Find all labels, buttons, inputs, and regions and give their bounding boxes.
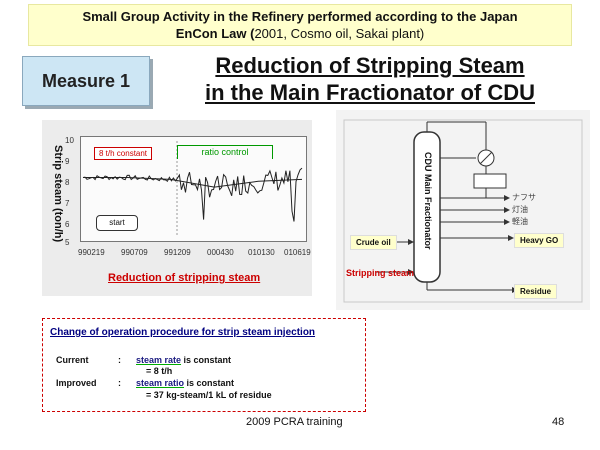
arrow-icon <box>508 235 514 241</box>
stripping-steam-label: Stripping steam <box>346 268 415 278</box>
kerosene-label: 灯油 <box>512 205 528 214</box>
improved-key: steam ratio <box>136 378 185 388</box>
xtick: 010130 <box>248 248 275 257</box>
arrow-icon <box>408 239 414 245</box>
arrow-icon <box>408 269 414 275</box>
steam-detail-line <box>82 167 303 222</box>
xtick: 010619 <box>284 248 311 257</box>
measure-badge: Measure 1 <box>22 56 150 106</box>
ratio-control-annotation: ratio control <box>177 145 273 159</box>
current-key: steam rate <box>136 355 182 365</box>
header-line2-bold: EnCon Law ( <box>175 26 255 41</box>
improved-colon: : <box>118 378 121 388</box>
current-value: = 8 t/h <box>146 366 173 376</box>
column-label: CDU Main Fractionator <box>423 152 433 250</box>
chart-caption: Reduction of stripping steam <box>108 272 261 284</box>
improved-label: Improved <box>56 378 97 388</box>
ytick: 6 <box>65 220 70 229</box>
title-line2: in the Main Fractionator of CDU <box>205 80 535 105</box>
ytick: 5 <box>65 238 70 247</box>
xtick: 000430 <box>207 248 234 257</box>
fractionator-diagram <box>336 110 590 310</box>
procedure-box <box>42 318 366 412</box>
arrow-icon <box>504 207 510 213</box>
arrow-icon <box>504 219 510 225</box>
current-colon: : <box>118 355 121 365</box>
condenser-icon <box>479 151 493 165</box>
header-line2-normal: 2001, Cosmo oil, Sakai plant) <box>254 26 425 41</box>
residue-label: Residue <box>514 284 558 299</box>
current-label: Current <box>56 355 89 365</box>
diagram-frame <box>343 119 583 303</box>
xtick: 990219 <box>78 248 105 257</box>
improved-text: steam ratio is constant <box>136 378 234 388</box>
slide-header: Small Group Activity in the Refinery per… <box>28 4 572 46</box>
xtick: 990709 <box>121 248 148 257</box>
footer-text: 2009 PCRA training <box>246 416 343 428</box>
crude-oil-label: Crude oil <box>350 235 397 250</box>
current-rest: is constant <box>181 355 232 365</box>
ytick: 7 <box>65 199 70 208</box>
title-line1: Reduction of Stripping Steam <box>215 53 525 78</box>
procedure-title: Change of operation procedure for strip … <box>50 327 316 338</box>
header-line1: Small Group Activity in the Refinery per… <box>82 9 518 24</box>
constant-annotation: 8 t/h constant <box>94 147 153 160</box>
improved-value: = 37 kg-steam/1 kL of residue <box>146 390 272 400</box>
heavy-go-label: Heavy GO <box>514 233 565 248</box>
naphtha-label: ナフサ <box>512 193 536 202</box>
reflux-drum <box>473 173 507 189</box>
chart-ylabel: Strip steam (ton/h) <box>52 145 64 243</box>
ytick: 10 <box>65 136 74 145</box>
arrow-icon <box>504 195 510 201</box>
ytick: 9 <box>65 157 70 166</box>
light-oil-label: 軽油 <box>512 217 528 226</box>
ytick: 8 <box>65 178 70 187</box>
current-text: steam rate is constant <box>136 355 231 365</box>
improved-rest: is constant <box>184 378 235 388</box>
page-number: 48 <box>552 416 565 428</box>
header-line2: EnCon Law (2001, Cosmo oil, Sakai plant) <box>29 25 571 42</box>
steam-series-line <box>83 177 303 188</box>
xtick: 991209 <box>164 248 191 257</box>
start-annotation: start <box>96 215 138 231</box>
slide-title: Reduction of Stripping Steam in the Main… <box>160 52 580 106</box>
